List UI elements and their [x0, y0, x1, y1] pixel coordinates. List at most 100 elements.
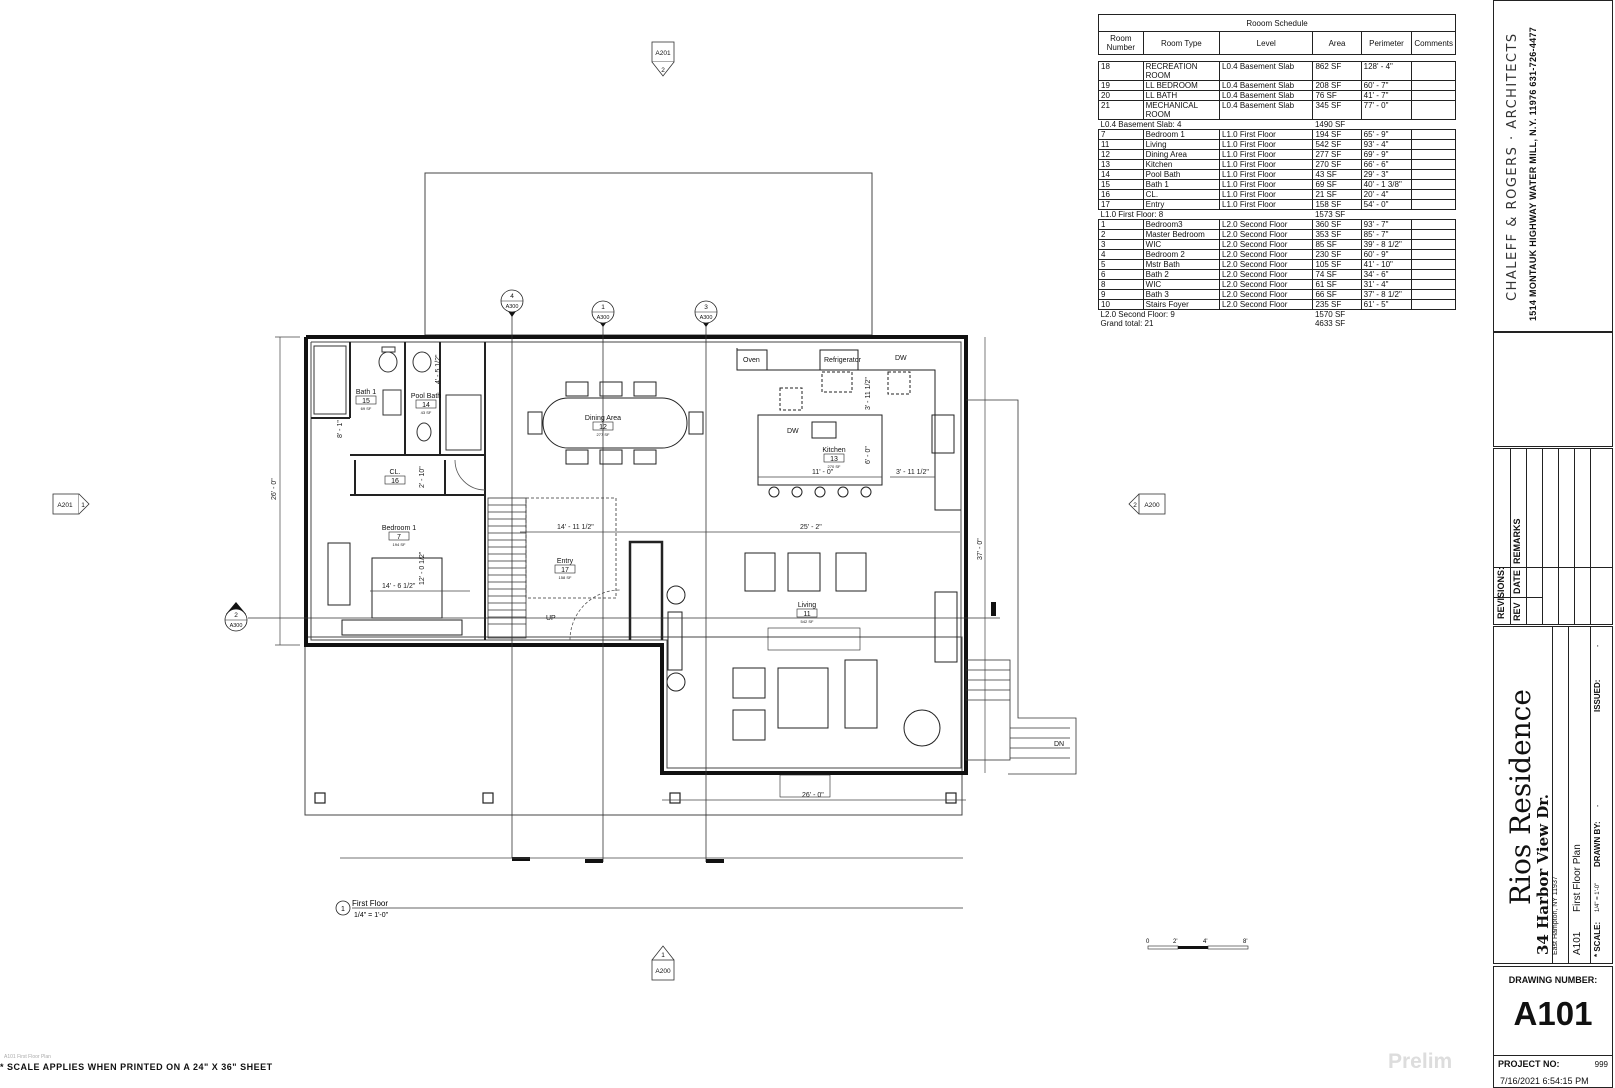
room-name: Bath 1	[356, 389, 376, 396]
drawn-by-label: Drawn By:	[1593, 821, 1602, 867]
section-marker-a300-left[interactable]: 2 A300	[224, 602, 248, 632]
room-name: Bedroom 1	[382, 525, 416, 532]
project-no-label: Project No:	[1498, 1059, 1560, 1069]
schedule-cell: Kitchen	[1142, 159, 1221, 170]
schedule-cell: Pool Bath	[1142, 169, 1221, 180]
project-panel: Rios Residence 34 Harbor View Dr. East H…	[1493, 626, 1613, 964]
marker-num: 2	[234, 612, 238, 619]
schedule-cell: L2.0 Second Floor	[1219, 279, 1314, 290]
schedule-cell: 353 SF	[1312, 229, 1362, 240]
subtotal-area: 1490 SF	[1314, 120, 1346, 129]
schedule-cell: L0.4 Basement Slab	[1219, 100, 1314, 120]
schedule-cell: 61 SF	[1312, 279, 1362, 290]
schedule-cell: 16	[1098, 189, 1144, 200]
room-tag-entry: Entry 17 158 SF	[554, 558, 576, 580]
project-name: Rios Residence	[1504, 689, 1537, 905]
marker-num: 1	[661, 952, 665, 959]
up-label: UP	[546, 615, 556, 622]
dw-top-label: DW	[895, 355, 907, 362]
schedule-cell: Bedroom3	[1142, 219, 1221, 230]
schedule-cell: 65' - 9"	[1360, 129, 1413, 140]
schedule-cell: 208 SF	[1312, 80, 1362, 91]
remarks-col-label: Remarks	[1512, 518, 1522, 564]
schedule-cell: L0.4 Basement Slab	[1219, 61, 1314, 81]
schedule-cell: 29' - 3"	[1360, 169, 1413, 180]
room-number: 16	[391, 478, 399, 485]
schedule-cell	[1411, 129, 1456, 140]
marker-sheet: A300	[506, 304, 519, 310]
col-comments: Comments	[1411, 31, 1456, 55]
room-area: 69 SF	[361, 406, 372, 411]
room-area: 43 SF	[421, 410, 432, 415]
room-tag-bedroom1: Bedroom 1 7 194 SF	[382, 525, 416, 547]
room-area: 194 SF	[393, 542, 406, 547]
schedule-cell: 158 SF	[1312, 199, 1362, 210]
section-lines	[248, 312, 1000, 862]
section-marker-a300-4[interactable]: 4 A300	[500, 289, 524, 317]
schedule-cell	[1411, 169, 1456, 180]
project-street: 34 Harbor View Dr.	[1534, 793, 1552, 955]
dn-label: DN	[1054, 741, 1064, 748]
schedule-cell: 21	[1098, 100, 1144, 120]
subtotal-label: L1.0 First Floor: 8	[1100, 210, 1164, 219]
scale-tick-4: 4'	[1203, 939, 1207, 945]
schedule-cell: L1.0 First Floor	[1219, 189, 1314, 200]
subtotal-label: L2.0 Second Floor: 9	[1100, 310, 1175, 319]
marker-sheet: A201	[655, 50, 671, 57]
schedule-cell: L1.0 First Floor	[1219, 179, 1314, 190]
schedule-cell	[1411, 229, 1456, 240]
schedule-cell: L1.0 First Floor	[1219, 199, 1314, 210]
elevation-marker-a200-bottom[interactable]: 1 A200	[651, 945, 675, 981]
schedule-cell: L2.0 Second Floor	[1219, 249, 1314, 260]
dim-14-11: 14' - 11 1/2"	[557, 524, 594, 531]
rev-col-label: Rev	[1512, 602, 1522, 621]
room-name: Entry	[557, 558, 574, 565]
schedule-cell	[1411, 299, 1456, 310]
schedule-cell	[1411, 149, 1456, 160]
schedule-cell: 277 SF	[1312, 149, 1362, 160]
schedule-cell: 542 SF	[1312, 139, 1362, 150]
elevation-marker-a201-left[interactable]: A201 1	[52, 493, 90, 515]
dim-2-10: 2' - 10"	[419, 466, 426, 488]
schedule-cell: Entry	[1142, 199, 1221, 210]
room-number: 17	[561, 567, 569, 574]
room-number: 7	[397, 534, 401, 541]
marker-sheet: A300	[230, 623, 243, 629]
schedule-cell: L1.0 First Floor	[1219, 159, 1314, 170]
schedule-cell	[1411, 259, 1456, 270]
elevation-marker-a201-top[interactable]: A201 2	[651, 41, 675, 77]
section-marker-a300-1[interactable]: 1 A300	[591, 300, 615, 327]
section-marker-a300-3[interactable]: 3 A300	[694, 300, 718, 327]
room-number: 13	[830, 456, 838, 463]
elevation-marker-a200-right[interactable]: 2 A200	[1128, 493, 1166, 515]
room-number: 14	[422, 402, 430, 409]
schedule-cell: 18	[1098, 61, 1144, 81]
schedule-cell: 39' - 8 1/2"	[1360, 239, 1413, 250]
drawn-by-value: -	[1595, 804, 1602, 807]
marker-sheet: A300	[700, 315, 713, 321]
schedule-cell: 862 SF	[1312, 61, 1362, 81]
prelim-watermark: Prelim	[1388, 1050, 1453, 1073]
schedule-cell: 66 SF	[1312, 289, 1362, 300]
drawing-number: A101	[1513, 995, 1593, 1032]
schedule-cell: 9	[1098, 289, 1144, 300]
schedule-cell: 360 SF	[1312, 219, 1362, 230]
schedule-cell: L1.0 First Floor	[1219, 169, 1314, 180]
room-tag-dining: Dining Area 12 277 SF	[585, 415, 621, 437]
schedule-cell: 69 SF	[1312, 179, 1362, 190]
dim-4-5: 4' - 5 1/2"	[435, 354, 442, 384]
schedule-cell: L2.0 Second Floor	[1219, 229, 1314, 240]
print-timestamp: 7/16/2021 6:54:15 PM	[1500, 1076, 1589, 1086]
schedule-cell: 60' - 9"	[1360, 249, 1413, 260]
schedule-cell	[1411, 239, 1456, 250]
schedule-cell: 105 SF	[1312, 259, 1362, 270]
schedule-cell: Living	[1142, 139, 1221, 150]
